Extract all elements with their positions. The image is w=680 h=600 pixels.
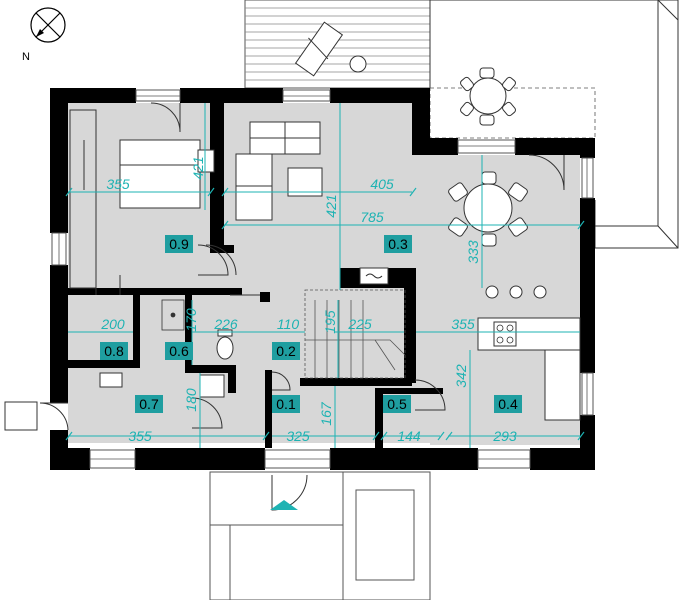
sofa-icon <box>235 121 323 221</box>
dimension-lines <box>68 103 580 448</box>
dim-bedroom-depth: 421 <box>190 156 206 179</box>
dimension-ticks <box>65 187 585 441</box>
svg-text:0.8: 0.8 <box>104 343 124 359</box>
top-deck <box>244 0 431 89</box>
svg-text:0.7: 0.7 <box>139 396 159 412</box>
dim-kitchen-depth: 342 <box>453 364 469 388</box>
compass-north-label: N <box>22 51 30 63</box>
dim-living-total: 785 <box>360 209 384 225</box>
pendant-lights-icon <box>485 285 547 299</box>
svg-text:0.3: 0.3 <box>388 236 408 252</box>
dim-living-width: 405 <box>370 176 394 192</box>
extractor-icon <box>359 267 389 285</box>
room-tag-0.4: 0.4 <box>494 395 522 413</box>
dim-laundry-width: 200 <box>100 316 125 332</box>
svg-text:0.6: 0.6 <box>169 343 189 359</box>
sun-lounger-icon <box>294 21 344 77</box>
side-entrance-step <box>4 401 38 431</box>
staircase <box>304 289 406 379</box>
dim-entry-depth: 167 <box>318 401 334 426</box>
dim-entry-width: 325 <box>286 428 310 444</box>
dim-pantry-width: 144 <box>397 428 421 444</box>
dim-living-depth: 421 <box>323 194 339 217</box>
doors <box>39 102 565 511</box>
front-paving <box>209 471 431 600</box>
dim-dining-depth: 333 <box>465 240 481 264</box>
wardrobe <box>69 109 97 289</box>
dim-hall-width: 110 <box>277 316 300 332</box>
dining-table-icon <box>448 171 528 247</box>
room-tag-0.3: 0.3 <box>384 235 412 253</box>
compass-icon <box>30 7 66 43</box>
outdoor-dining-icon <box>460 67 516 126</box>
room-tag-0.7: 0.7 <box>135 395 163 413</box>
room-tag-0.5: 0.5 <box>383 395 411 413</box>
cooktop-icon <box>496 324 514 344</box>
room-tag-0.8: 0.8 <box>100 342 128 360</box>
table-round-icon <box>349 55 367 73</box>
shower-icon <box>161 299 185 331</box>
dim-stair-depth: 195 <box>322 310 338 334</box>
dim-wc-depth: 170 <box>183 308 199 332</box>
dim-kitchen-bottom: 293 <box>492 428 517 444</box>
bed-icon <box>119 139 215 209</box>
dim-stair-width: 225 <box>347 316 372 332</box>
dim-kitchen-width: 355 <box>451 316 475 332</box>
svg-text:0.2: 0.2 <box>276 343 296 359</box>
dim-bedroom-width: 355 <box>106 176 130 192</box>
windows <box>51 89 594 469</box>
room-tag-0.9: 0.9 <box>165 235 193 253</box>
toilet-icon <box>216 329 234 360</box>
room-tag-0.2: 0.2 <box>272 342 300 360</box>
window-sills <box>58 95 588 460</box>
entrance-arrow-icon <box>270 500 298 510</box>
svg-text:0.1: 0.1 <box>276 396 296 412</box>
svg-text:0.4: 0.4 <box>498 396 518 412</box>
dim-bath-depth: 180 <box>183 388 199 412</box>
dim-bath-width: 355 <box>128 428 152 444</box>
dim-wc-width: 226 <box>213 316 238 332</box>
room-tag-0.6: 0.6 <box>165 342 193 360</box>
svg-text:0.9: 0.9 <box>169 236 189 252</box>
svg-text:0.5: 0.5 <box>387 396 407 412</box>
room-tag-0.1: 0.1 <box>272 395 300 413</box>
